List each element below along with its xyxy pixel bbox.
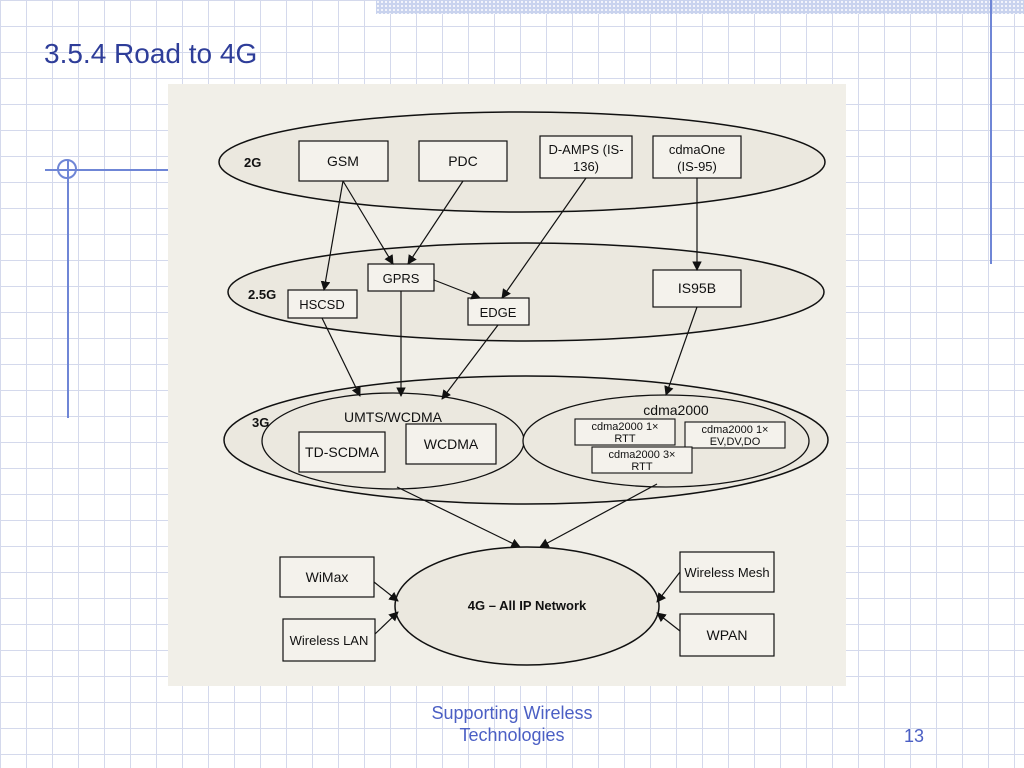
wcdma-node-box <box>405 423 497 465</box>
wimax-node-box <box>279 556 375 598</box>
cdma2000-1x-rtt-label-line1: cdma2000 1× <box>592 421 659 433</box>
arrow-umts-to-4g <box>396 486 521 548</box>
network-4g-label: 4G – All IP Network <box>468 598 587 613</box>
top-decorative-band <box>376 0 1024 14</box>
pdc-node-label: PDC <box>448 153 478 169</box>
arrow-gsm-to-hscsd <box>320 180 344 291</box>
arrow-gsm-to-gprs <box>342 180 394 265</box>
page-number: 13 <box>904 726 925 746</box>
cdma2000-1x-ev-box <box>684 421 786 449</box>
arrow-wpan-to-4g <box>656 612 681 632</box>
arrow-pdc-to-gprs <box>407 180 464 265</box>
cdma2000-3x-rtt-label-line1: cdma2000 3× <box>609 449 676 461</box>
d-amps-node-label-line1: D-AMPS (IS- <box>548 142 623 157</box>
left-horizontal-accent-line <box>45 169 173 171</box>
left-accent-line <box>67 160 69 418</box>
arrow-is95b-to-cdma2000 <box>664 306 698 396</box>
arrow-wireless-lan-to-4g <box>374 611 399 635</box>
wpan-node-label: WPAN <box>707 627 748 643</box>
hscsd-node-label: HSCSD <box>299 297 345 312</box>
footer-line-1: Supporting Wireless <box>431 703 593 723</box>
pdc-node-box <box>418 140 508 182</box>
cdma2000-1x-rtt-label-line2: RTT <box>614 433 635 445</box>
road-to-4g-diagram: 2G 2.5G 3G GSM PDC D-AMPS (IS- 136) cdma… <box>168 84 846 686</box>
cdma2000-1x-ev-label-line1: cdma2000 1× <box>702 424 769 436</box>
wpan-node-box <box>679 613 775 657</box>
footer-subject-text: Supporting Wireless Technologies <box>408 702 616 746</box>
wireless-mesh-node-box <box>679 551 775 593</box>
wireless-lan-node-box <box>282 618 376 662</box>
umts-wcdma-group-label: UMTS/WCDMA <box>344 409 443 425</box>
cdma2000-3x-rtt-box <box>591 446 693 474</box>
cdma2000-1x-ev-label-line2: EV,DV,DO <box>710 436 761 448</box>
tier-2g-label: 2G <box>244 155 261 170</box>
is95b-node-box <box>652 269 742 308</box>
arrow-wireless-mesh-to-4g <box>656 571 681 603</box>
cdmaone-node-box <box>652 135 742 179</box>
arrow-gprs-to-edge <box>433 279 481 300</box>
arrow-cdma2000-to-4g <box>539 483 658 548</box>
right-accent-line <box>990 0 992 264</box>
d-amps-node-box <box>539 135 633 179</box>
is95b-node-label: IS95B <box>678 280 716 296</box>
arrow-wimax-to-4g <box>373 581 399 602</box>
td-scdma-node-label: TD-SCDMA <box>305 444 380 460</box>
arrow-edge-to-umts <box>441 324 499 400</box>
cdmaone-node-label-line1: cdmaOne <box>669 142 725 157</box>
gprs-node-box <box>367 263 435 292</box>
cdma2000-3x-rtt-label-line2: RTT <box>631 461 652 473</box>
cdma2000-1x-rtt-box <box>574 418 676 446</box>
footer-line-2: Technologies <box>459 725 565 745</box>
wireless-lan-node-label: Wireless LAN <box>290 633 369 648</box>
slide-title: 3.5.4 Road to 4G <box>44 38 258 69</box>
hscsd-node-box <box>287 289 358 319</box>
edge-node-label: EDGE <box>480 305 517 320</box>
wcdma-node-label: WCDMA <box>424 436 479 452</box>
arrow-damps-to-edge <box>501 177 587 299</box>
d-amps-node-label-line2: 136) <box>573 159 599 174</box>
wimax-node-label: WiMax <box>306 569 349 585</box>
gsm-node-label: GSM <box>327 153 359 169</box>
gsm-node-box <box>298 140 389 182</box>
cdmaone-node-label-line2: (IS-95) <box>677 159 717 174</box>
tier-25g-label: 2.5G <box>248 287 276 302</box>
edge-node-box <box>467 297 530 326</box>
wireless-mesh-node-label: Wireless Mesh <box>684 565 769 580</box>
cdma2000-group-label: cdma2000 <box>643 402 709 418</box>
crosshair-ornament-icon <box>57 159 77 179</box>
network-4g-ellipse <box>394 546 660 666</box>
td-scdma-node-box <box>298 431 386 473</box>
gprs-node-label: GPRS <box>383 271 420 286</box>
tier-3g-label: 3G <box>252 415 269 430</box>
arrow-hscsd-to-umts <box>321 317 361 397</box>
